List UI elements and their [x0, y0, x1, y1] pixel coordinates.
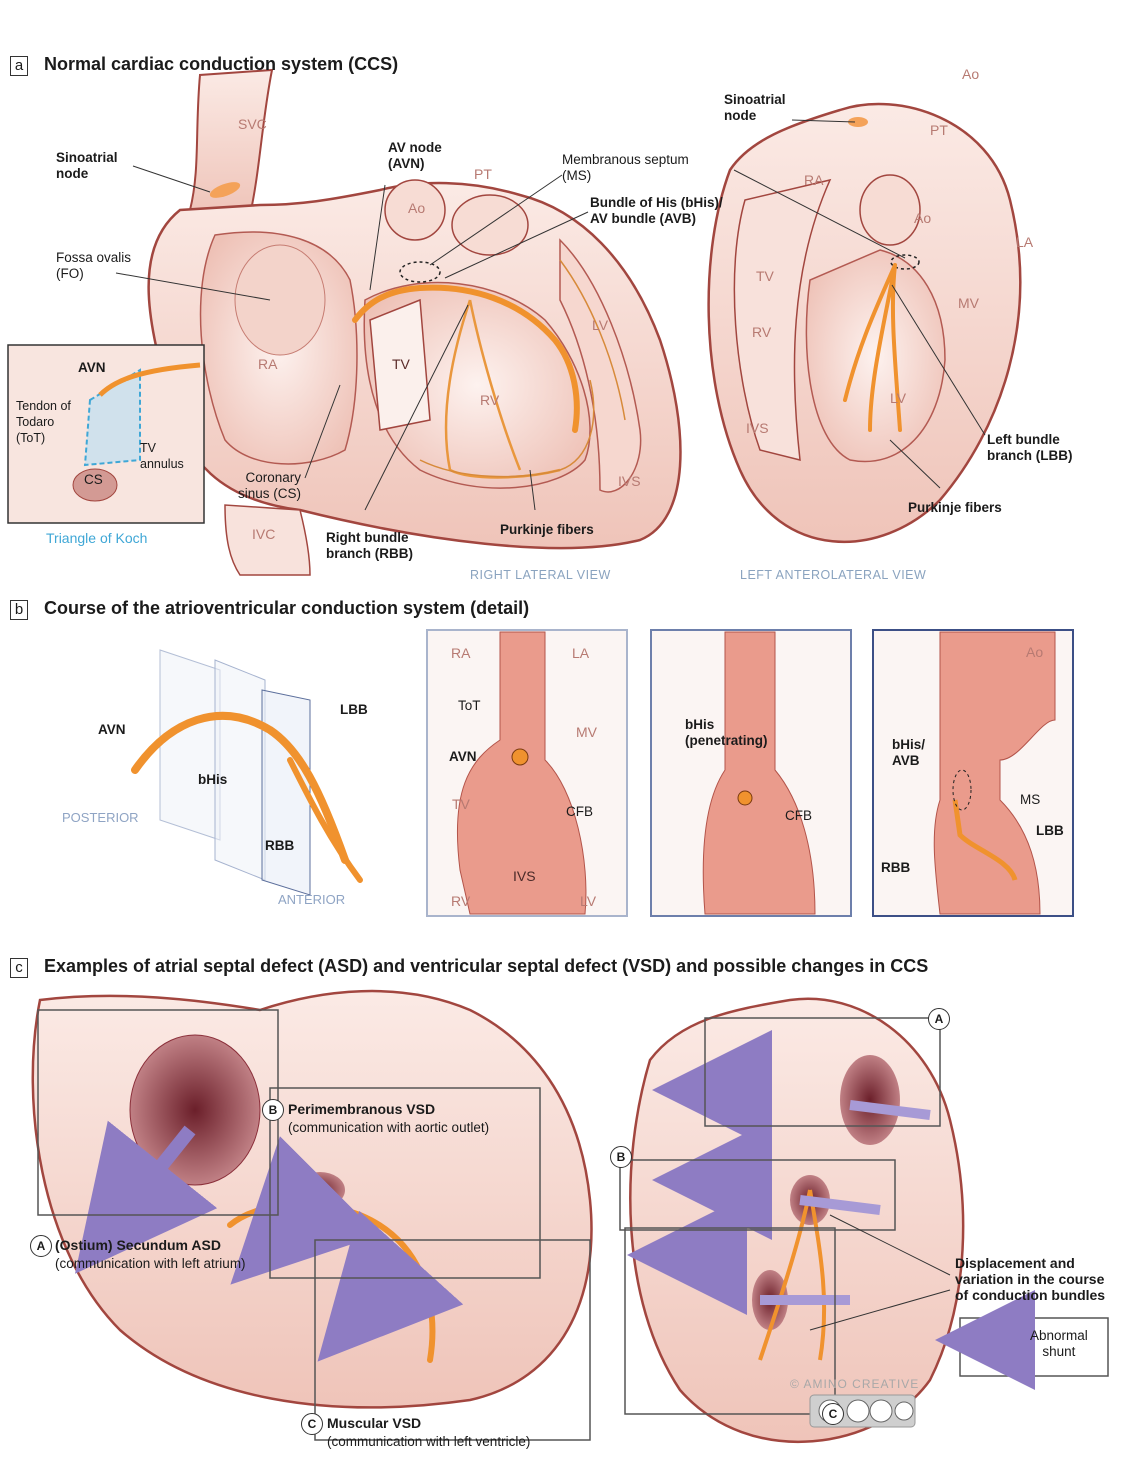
item-a-sub: (communication with left atrium): [55, 1256, 246, 1272]
ao-root-2: [860, 175, 920, 245]
inset-avn: AVN: [78, 360, 106, 376]
label-av-node: AV node (AVN): [388, 140, 442, 172]
marker-b-left: B: [262, 1099, 284, 1121]
schem-avn: AVN: [98, 722, 126, 738]
schem-bhis: bHis: [198, 772, 227, 788]
panel-a-title: Normal cardiac conduction system (CCS): [44, 54, 398, 75]
schem-lbb: LBB: [340, 702, 368, 718]
inset-tv-annulus: TV annulus: [140, 440, 184, 472]
anat-ivc: IVC: [252, 526, 275, 542]
panel-tag-c: c: [10, 958, 28, 978]
label-sa-node-2: Sinoatrial node: [724, 92, 786, 124]
panel-c-title: Examples of atrial septal defect (ASD) a…: [44, 956, 928, 977]
anat-ao: Ao: [408, 200, 425, 216]
anat-tv-2: TV: [756, 268, 774, 284]
anat-mv-2: MV: [958, 295, 979, 311]
schem-rbb: RBB: [265, 838, 294, 854]
label-bundle-of-his: Bundle of His (bHis)/ AV bundle (AVB): [590, 195, 723, 227]
view-right-lateral: RIGHT LATERAL VIEW: [470, 568, 611, 582]
marker-c-left: C: [301, 1413, 323, 1435]
box3-lbb: LBB: [1036, 823, 1064, 839]
anat-ivs-2: IVS: [746, 420, 769, 436]
box1-cfb: CFB: [566, 804, 593, 820]
anat-ra: RA: [258, 356, 277, 372]
anat-rv-2: RV: [752, 324, 771, 340]
schem-posterior: POSTERIOR: [62, 810, 139, 825]
box2-cfb: CFB: [785, 808, 812, 824]
box1-mv: MV: [576, 724, 597, 740]
label-rbb: Right bundle branch (RBB): [326, 530, 413, 562]
item-a-title: (Ostium) Secundum ASD: [55, 1237, 221, 1253]
box3-bhis: bHis/ AVB: [892, 737, 925, 769]
anat-rv: RV: [480, 392, 499, 408]
marker-b-right: B: [610, 1146, 632, 1168]
view-left-anterolateral: LEFT ANTEROLATERAL VIEW: [740, 568, 926, 582]
anat-ra-2: RA: [804, 172, 823, 188]
box2-bhis: bHis (penetrating): [685, 717, 768, 749]
fossa-ovalis: [235, 245, 325, 355]
anat-ivs: IVS: [618, 473, 641, 489]
inset-tot: Tendon of Todaro (ToT): [16, 398, 71, 446]
box1-la: LA: [572, 645, 589, 661]
anat-svc: SVC: [238, 116, 267, 132]
left-anterolateral-heart: [709, 104, 1021, 542]
inset-caption: Triangle of Koch: [46, 530, 147, 546]
anat-pt-2: PT: [930, 122, 948, 138]
box3-ms: MS: [1020, 792, 1040, 808]
displacement-label: Displacement and variation in the course…: [955, 1255, 1105, 1303]
label-purkinje-2: Purkinje fibers: [908, 500, 1002, 516]
anat-pt: PT: [474, 166, 492, 182]
box3-ao: Ao: [1026, 644, 1043, 660]
label-lbb: Left bundle branch (LBB): [987, 432, 1073, 464]
box3-rbb: RBB: [881, 860, 910, 876]
item-c-title: Muscular VSD: [327, 1415, 421, 1431]
box1-lv: LV: [580, 893, 596, 909]
legend-label: Abnormal shunt: [1030, 1328, 1088, 1360]
label-purkinje: Purkinje fibers: [500, 522, 594, 538]
box1-tv: TV: [452, 796, 470, 812]
label-coronary-sinus: Coronary sinus (CS): [238, 470, 301, 502]
panel-tag-b: b: [10, 600, 28, 620]
anat-ao-3: Ao: [914, 210, 931, 226]
box1-tot: ToT: [458, 698, 481, 714]
box1-ra: RA: [451, 645, 470, 661]
anat-lv: LV: [592, 317, 608, 333]
panel-b-title: Course of the atrioventricular conductio…: [44, 598, 529, 619]
anat-lv-2: LV: [890, 390, 906, 406]
label-fossa-ovalis: Fossa ovalis (FO): [56, 250, 131, 282]
av-schematic: [135, 650, 360, 895]
schem-anterior: ANTERIOR: [278, 892, 345, 907]
anat-la-2: LA: [1016, 234, 1033, 250]
label-membranous-septum: Membranous septum (MS): [562, 152, 689, 184]
marker-c-right: C: [822, 1403, 844, 1425]
av-detail-box-2: [651, 630, 851, 916]
box1-ivs: IVS: [513, 868, 536, 884]
item-b-sub: (communication with aortic outlet): [288, 1120, 489, 1136]
pulmonary-trunk: [452, 195, 528, 255]
item-c-sub: (communication with left ventricle): [327, 1434, 530, 1450]
asd-hole: [130, 1035, 260, 1185]
item-b-title: Perimembranous VSD: [288, 1101, 435, 1117]
label-sa-node: Sinoatrial node: [56, 150, 118, 182]
asd-vsd-heart: [33, 991, 592, 1440]
anat-tv: TV: [392, 356, 410, 372]
marker-a-right: A: [928, 1008, 950, 1030]
box1-rv: RV: [451, 893, 470, 909]
box1-avn: AVN: [449, 749, 477, 765]
panel-tag-a: a: [10, 56, 28, 76]
anat-ao-2: Ao: [962, 66, 979, 82]
marker-a-left: A: [30, 1235, 52, 1257]
inset-cs: CS: [84, 472, 103, 488]
credit: © AMINO CREATIVE: [790, 1376, 919, 1392]
